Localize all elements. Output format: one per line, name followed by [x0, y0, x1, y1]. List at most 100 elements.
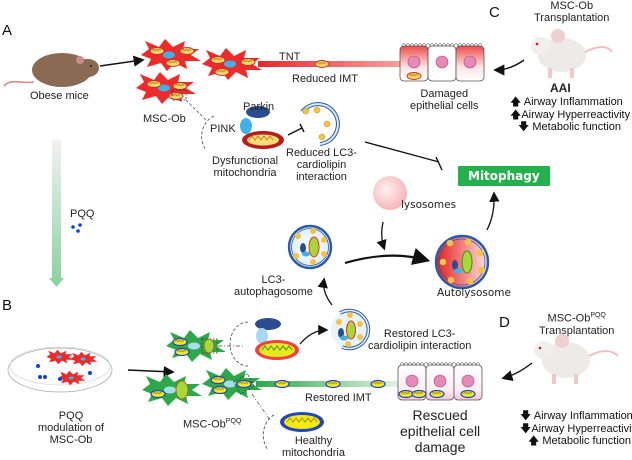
panel-label-c: C — [489, 4, 500, 21]
label-aai: AAI — [550, 81, 571, 95]
effect-item: 🡅 Metabolic function — [520, 435, 632, 448]
label-main: MSC-Ob — [547, 312, 591, 325]
label-line: mitochondria — [213, 167, 277, 179]
arrow-to-restored-lc3 — [299, 324, 329, 345]
arrow-autophagosome-to-autolysosome — [344, 247, 431, 265]
lc3-phagophore-restored — [331, 308, 371, 351]
label-reduced-lc3: Reduced LC3- cardiolipin interaction — [286, 147, 357, 183]
label-autolysosome: Autolysosome — [437, 287, 511, 299]
pqq-arrow-head — [49, 278, 64, 287]
label-damaged-cells: Damaged epithelial cells — [410, 88, 478, 112]
effect-item: 🡇 Airway Inflammation — [520, 410, 632, 423]
mitochondrion-in-tnt — [325, 379, 341, 389]
arrow-dish-to-pqq-cells — [127, 366, 175, 378]
white-mouse-icon-d — [534, 334, 619, 384]
obese-mouse-icon — [3, 53, 99, 87]
effect-text: Metabolic function — [542, 435, 632, 447]
arrow-up-icon: 🡅 — [510, 108, 522, 121]
label-c-title: MSC-Ob Transplantation — [534, 0, 609, 24]
zoom-arc — [262, 414, 275, 451]
healthy-mitochondrion-icon — [280, 412, 324, 432]
label-msc-ob-pqq: MSC-ObPQQ — [183, 416, 241, 431]
arrow-up-icon: 🡅 — [510, 96, 522, 108]
rescued-epithelial-cells — [397, 362, 483, 401]
label-pqq-modulation: PQQ modulation of MSC-Ob — [38, 410, 104, 446]
label-tnt: TNT — [279, 51, 301, 63]
label-parkin: Parkin — [243, 101, 275, 113]
label-line: Damaged — [420, 88, 469, 100]
inhibition-bar — [299, 123, 305, 133]
zoom-arc — [201, 115, 215, 151]
inhibition-bar — [435, 156, 443, 171]
panel-label-d: D — [499, 314, 510, 331]
lc3-phagophore-reduced — [300, 102, 340, 146]
msc-ob-cell — [141, 39, 201, 71]
label-line: Restored LC3- — [383, 328, 456, 340]
msc-ob-pqq-cell — [166, 330, 226, 362]
effect-item: 🡇Airway Hyperreactivity — [520, 423, 632, 436]
damaged-epithelial-cells — [399, 43, 485, 82]
label-obese-mice: Obese mice — [30, 90, 89, 102]
lysosome-icon — [373, 176, 407, 210]
effect-item: 🡅 Airway Inflammation — [510, 96, 630, 109]
label-line: Transplantation — [539, 324, 615, 337]
recovering-mitochondrion-icon — [255, 318, 299, 360]
label-line: Reduced LC3- — [286, 147, 357, 159]
label-reduced-imt: Reduced IMT — [292, 73, 359, 85]
label-line: interaction — [296, 171, 347, 183]
label-pink: PINK — [210, 123, 236, 135]
msc-ob-pqq-cell-tnt — [202, 368, 262, 400]
effect-text: Airway Hyperreactivity — [531, 422, 632, 435]
label-pqq: PQQ — [70, 208, 95, 220]
label-line: MSC-Ob — [49, 434, 93, 446]
label-line: Rescued — [412, 407, 468, 423]
label-superscript: PQQ — [590, 312, 606, 319]
label-line: Dysfunctional — [212, 155, 279, 167]
label-restored-imt: Restored IMT — [305, 392, 372, 404]
effect-text: Airway Inflammation — [533, 410, 632, 422]
label-line: PQQ — [58, 410, 84, 422]
label-line: Transplantation — [534, 12, 610, 24]
msc-ob-cell — [136, 72, 196, 104]
inhibition-line — [287, 127, 303, 136]
label-line: LC3- — [261, 274, 286, 286]
dysfunctional-mitochondrion-icon — [240, 106, 284, 149]
arrow-to-mitophagy — [486, 191, 500, 231]
msc-ob-cell-tnt — [202, 48, 262, 80]
arrow-mouse-to-msc — [99, 55, 145, 67]
label-line: epithelial cells — [410, 100, 479, 112]
inhibition-to-mitophagy — [364, 141, 440, 163]
label-line: MSC-Ob — [550, 0, 594, 12]
zoom-arc — [229, 321, 249, 367]
label-main: MSC-Ob — [183, 418, 226, 431]
pqq-dots-icon — [71, 223, 82, 233]
arrow-down-icon: 🡇 — [520, 410, 532, 422]
panel-label-b: B — [2, 297, 13, 314]
autolysosome-icon — [434, 234, 490, 290]
mitochondrion-in-tnt — [274, 379, 290, 389]
effect-item: 🡅Airway Hyperreactivity — [510, 109, 630, 122]
mitophagy-label: Mitophagy — [458, 166, 550, 186]
effects-list-c: 🡅 Airway Inflammation 🡅Airway Hyperreact… — [510, 96, 630, 134]
arrow-d-to-cells — [501, 362, 533, 382]
label-restored-lc3: Restored LC3- cardiolipin interaction — [368, 328, 471, 352]
zoom-line — [251, 393, 271, 421]
effect-text: Airway Inflammation — [523, 96, 623, 108]
label-superscript: PQQ — [225, 418, 242, 425]
label-line: mitochondria — [282, 447, 345, 459]
label-line: epithelial cell — [400, 423, 481, 439]
mitochondrion-in-tnt — [370, 379, 386, 389]
label-dysfunctional-mito: Dysfunctional mitochondria — [212, 155, 278, 179]
panel-label-a: A — [2, 22, 13, 39]
label-line: damage — [414, 439, 466, 455]
label-line: cardiolipin interaction — [368, 340, 472, 352]
label-lc3-autophagosome: LC3- autophagosome — [234, 274, 313, 298]
arrow-up-icon: 🡅 — [528, 435, 540, 447]
label-d-title: MSC-ObPQQ Transplantation — [539, 310, 614, 337]
label-line: cardiolipin — [296, 159, 347, 171]
effect-item: 🡇 Metabolic function — [510, 121, 630, 134]
arrow-restored-to-autophagosome — [317, 277, 333, 306]
mitochondrion-in-tnt — [314, 60, 330, 68]
label-rescued-cells: Rescued epithelial cell damage — [400, 407, 480, 455]
